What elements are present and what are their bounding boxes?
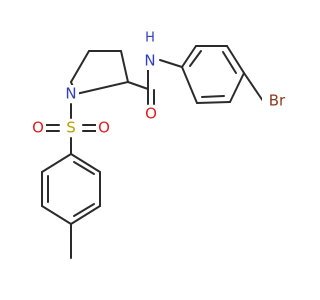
n-ring-label: N bbox=[65, 85, 76, 103]
bond-br-ring-6 bbox=[181, 66, 198, 104]
o-left-bg bbox=[30, 119, 46, 137]
bond-c2-amide bbox=[127, 81, 149, 90]
o-right-bg bbox=[96, 119, 112, 137]
bond-ring-4 bbox=[75, 81, 129, 95]
molecule-diagram: N S O O O H N Br bbox=[30, 30, 290, 259]
structure-canvas: N S O O O H N Br bbox=[30, 30, 290, 259]
s-label: S bbox=[66, 119, 76, 137]
br-label: Br bbox=[269, 92, 286, 110]
bond-br-ring-inner-3 bbox=[201, 95, 225, 98]
bond-tolyl-inner-1 bbox=[73, 161, 95, 175]
bond-ring-1 bbox=[70, 50, 90, 83]
bond-c-br bbox=[243, 72, 264, 102]
bond-tolyl-4 bbox=[41, 205, 72, 225]
bond-tolyl-1 bbox=[70, 153, 101, 173]
bond-br-ring-4 bbox=[229, 72, 245, 103]
br-bg bbox=[262, 92, 290, 110]
bond-tolyl-6 bbox=[41, 153, 72, 173]
bond-ring-3 bbox=[120, 50, 129, 83]
bond-n-aryl bbox=[159, 59, 183, 68]
bond-tolyl-inner-2 bbox=[73, 203, 95, 217]
o-right-label: O bbox=[98, 119, 110, 137]
o-amide-label: O bbox=[145, 105, 157, 123]
bond-br-ring-inner-1 bbox=[189, 50, 202, 67]
nh-h-label: H bbox=[145, 31, 155, 46]
bond-br-ring-1 bbox=[181, 45, 197, 68]
nh-n-bg bbox=[142, 52, 158, 70]
o-left-label: O bbox=[32, 119, 44, 137]
bond-br-ring-inner-2 bbox=[222, 51, 237, 74]
o-amide-bg bbox=[143, 105, 159, 123]
bond-tolyl-3 bbox=[70, 205, 101, 225]
bond-br-ring-3 bbox=[226, 45, 245, 74]
n-ring-bg bbox=[63, 85, 79, 103]
nh-n-label: N bbox=[144, 52, 155, 70]
bond-br-ring-5 bbox=[196, 101, 231, 104]
s-bg bbox=[63, 119, 79, 137]
